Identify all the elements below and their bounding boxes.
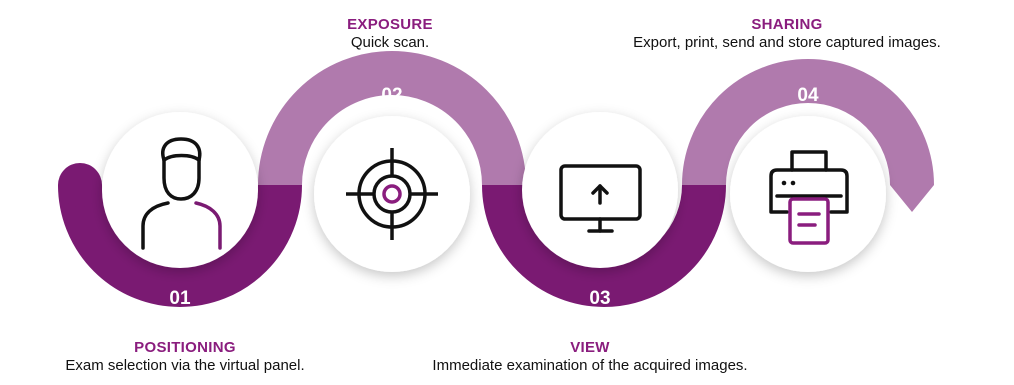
step-description-exposure: Quick scan.	[350, 34, 430, 51]
step-number-03: 03	[589, 288, 610, 309]
step-label-sharing: SHARING Export, print, send and store ca…	[560, 16, 1014, 52]
step-title-exposure: EXPOSURE	[347, 16, 433, 33]
step-label-exposure: EXPOSURE Quick scan.	[280, 16, 500, 52]
step-label-positioning: POSITIONING Exam selection via the virtu…	[15, 339, 355, 375]
ribbon-segment-03	[482, 184, 726, 307]
ribbon-segment-02	[258, 51, 526, 186]
step-description-positioning: Exam selection via the virtual panel.	[65, 357, 305, 374]
step-description-view: Immediate examination of the acquired im…	[432, 357, 748, 374]
step-number-02: 02	[381, 85, 402, 106]
step-label-view: VIEW Immediate examination of the acquir…	[380, 339, 800, 375]
printer-icon	[769, 150, 849, 245]
ribbon-end-tip	[890, 185, 934, 212]
step-circle-04	[730, 116, 886, 272]
monitor-upload-icon	[559, 164, 642, 233]
step-title-positioning: POSITIONING	[134, 339, 236, 356]
step-number-01: 01	[169, 288, 191, 309]
step-circle-02	[314, 116, 470, 272]
step-title-sharing: SHARING	[751, 16, 823, 33]
target-icon	[346, 148, 438, 240]
step-description-sharing: Export, print, send and store captured i…	[633, 34, 941, 51]
ribbon-segment-04	[682, 59, 934, 186]
step-number-04: 04	[797, 85, 819, 106]
person-icon	[141, 137, 222, 250]
step-circle-01	[102, 112, 258, 268]
ribbon-start-cap	[58, 163, 102, 207]
step-title-view: VIEW	[570, 339, 610, 356]
ribbon-segment-01	[58, 184, 302, 307]
